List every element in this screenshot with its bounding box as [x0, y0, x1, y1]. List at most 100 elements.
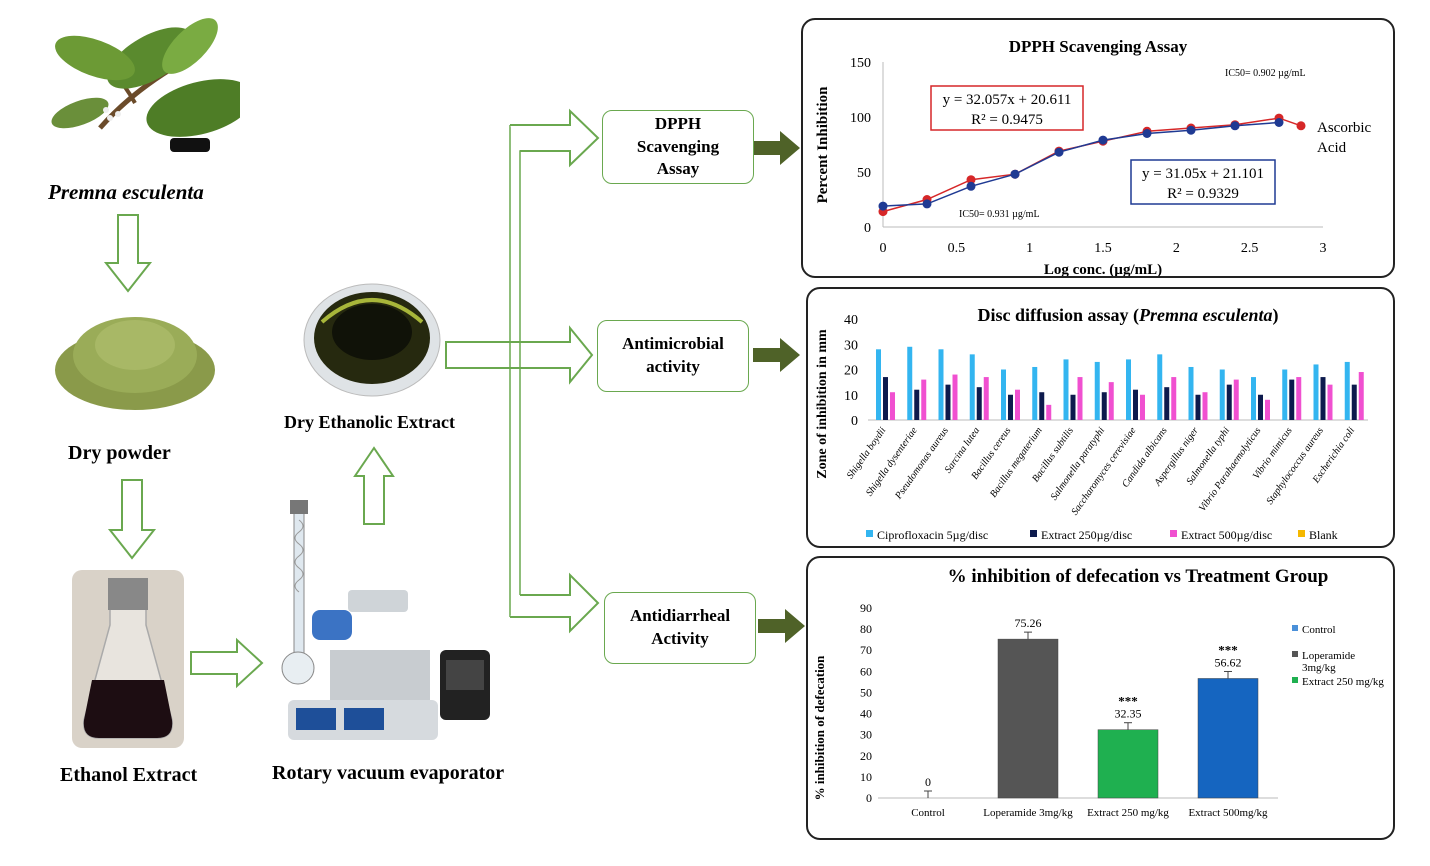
bar [1202, 392, 1208, 420]
rotary-evaporator-label: Rotary vacuum evaporator [272, 762, 505, 784]
bar [1188, 366, 1194, 420]
bar [1157, 354, 1163, 420]
data-point [1054, 147, 1064, 157]
antimicrobial-assay-box: Antimicrobial activity [597, 320, 749, 392]
bar [1070, 394, 1076, 420]
assay-label-line: Antimicrobial [622, 334, 724, 354]
data-point [878, 201, 888, 211]
equation-box-blue [1130, 159, 1276, 205]
x-tick-label: 2.5 [1241, 241, 1259, 256]
bar [921, 379, 927, 420]
legend-label: Extract 250µg/disc [1041, 528, 1132, 542]
x-tick-label: Staphylococcus aureus [1264, 425, 1326, 506]
data-point [966, 181, 976, 191]
right-arrow-icon [190, 637, 264, 689]
significance-label: *** [1218, 642, 1238, 657]
bar [1101, 392, 1107, 420]
bar [1046, 404, 1052, 420]
y-tick-label: 30 [844, 338, 858, 353]
bar [1251, 377, 1256, 420]
bar [1327, 384, 1333, 420]
legend-swatch [866, 530, 873, 537]
y-tick-label: 30 [860, 728, 872, 742]
data-label: 75.26 [1015, 616, 1042, 630]
equation-text: y = 31.05x + 21.101 [1142, 166, 1264, 182]
dry-extract-dish-image [303, 283, 441, 397]
down-arrow-icon [107, 479, 157, 560]
bar [976, 387, 982, 420]
significance-label: *** [1118, 694, 1138, 709]
series-line [882, 121, 1280, 207]
branch-connectors [445, 108, 805, 643]
assay-label-line: Assay [656, 159, 700, 179]
data-label: 32.35 [1115, 707, 1142, 721]
chart-title: % inhibition of defecation vs Treatment … [948, 566, 1329, 587]
ethanol-extract-label: Ethanol Extract [60, 764, 198, 786]
disc-chart-panel: Disc diffusion assay (Premna esculenta)0… [806, 287, 1395, 548]
y-tick-label: 10 [844, 389, 858, 404]
y-axis-title: % inhibition of defecation [812, 655, 827, 801]
bar [938, 349, 944, 420]
y-tick-label: 80 [860, 622, 872, 636]
bar [1313, 364, 1319, 420]
bar [1063, 359, 1069, 420]
bar [997, 638, 1059, 799]
disc-diffusion-chart: Disc diffusion assay (Premna esculenta)0… [815, 305, 1368, 542]
assay-label-line: Scavenging [636, 136, 720, 156]
bar [1358, 372, 1364, 420]
dry-powder-label: Dry powder [68, 442, 171, 464]
bar [1097, 729, 1159, 799]
bar [907, 346, 913, 420]
bar [1219, 369, 1225, 420]
bar [1032, 366, 1038, 420]
y-tick-label: 150 [850, 56, 871, 71]
bar [1233, 379, 1239, 420]
y-tick-label: 50 [857, 166, 871, 181]
bar [1265, 399, 1270, 420]
bar [1039, 392, 1045, 420]
bar [1008, 394, 1013, 420]
y-axis-title: Percent Inhibition [815, 86, 831, 203]
x-tick-label: Salmonella paratyphi [1049, 425, 1108, 502]
x-tick-label: 1.5 [1094, 241, 1112, 256]
bar [952, 374, 958, 420]
y-tick-label: 40 [844, 313, 858, 328]
x-tick-label: Extract 500mg/kg [1188, 807, 1268, 819]
data-point [1142, 129, 1152, 138]
x-tick-label: Pseudomonas aureus [893, 425, 951, 502]
series-label: Ascorbic [1317, 120, 1371, 136]
y-tick-label: 10 [860, 770, 872, 784]
bar [1195, 394, 1201, 420]
legend-label: Blank [1309, 528, 1338, 542]
bar [1094, 361, 1100, 420]
assay-label-line: activity [646, 357, 700, 376]
bar [1344, 361, 1350, 420]
bar [1164, 387, 1170, 420]
x-tick-label: Vibrio Parahaemolyticus [1197, 425, 1263, 513]
bar [1282, 369, 1288, 420]
assay-label-line: DPPH [654, 113, 702, 133]
legend-label: Extract 250 mg/kg [1302, 676, 1384, 688]
legend-swatch [1170, 530, 1177, 537]
up-arrow-icon [353, 446, 395, 525]
dry-extract-label: Dry Ethanolic Extract [284, 412, 455, 432]
bar [1258, 394, 1263, 420]
equation-text: R² = 0.9329 [1167, 186, 1239, 202]
premna-leaves-image [51, 18, 240, 152]
y-tick-label: 20 [844, 364, 858, 379]
assay-label-line: Activity [651, 629, 709, 648]
plant-name-label: Premna esculenta [48, 180, 204, 204]
y-tick-label: 60 [860, 664, 872, 678]
ethanol-flask-image [72, 570, 184, 748]
defecation-chart-panel: % inhibition of defecation vs Treatment … [806, 556, 1395, 840]
series-label: Acid [1317, 140, 1347, 156]
defecation-chart: % inhibition of defecation vs Treatment … [812, 566, 1384, 819]
bar [1171, 377, 1177, 420]
y-tick-label: 90 [860, 601, 872, 615]
data-point [1230, 121, 1240, 131]
bar [1015, 389, 1020, 420]
data-label: 0 [925, 775, 931, 789]
bar [1140, 394, 1145, 420]
